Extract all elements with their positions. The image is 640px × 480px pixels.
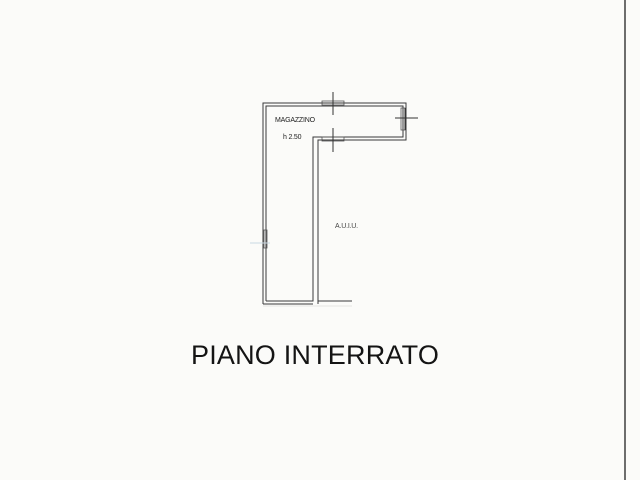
room-height-label: h 2.50 — [283, 134, 302, 141]
cross-markers — [322, 92, 418, 152]
room-label-magazzino: MAGAZZINO — [275, 117, 315, 124]
drawing-title: PIANO INTERRATO — [190, 340, 440, 370]
outer-wall — [262, 102, 407, 305]
room-label-auiu: A.U.I.U. — [335, 223, 358, 230]
